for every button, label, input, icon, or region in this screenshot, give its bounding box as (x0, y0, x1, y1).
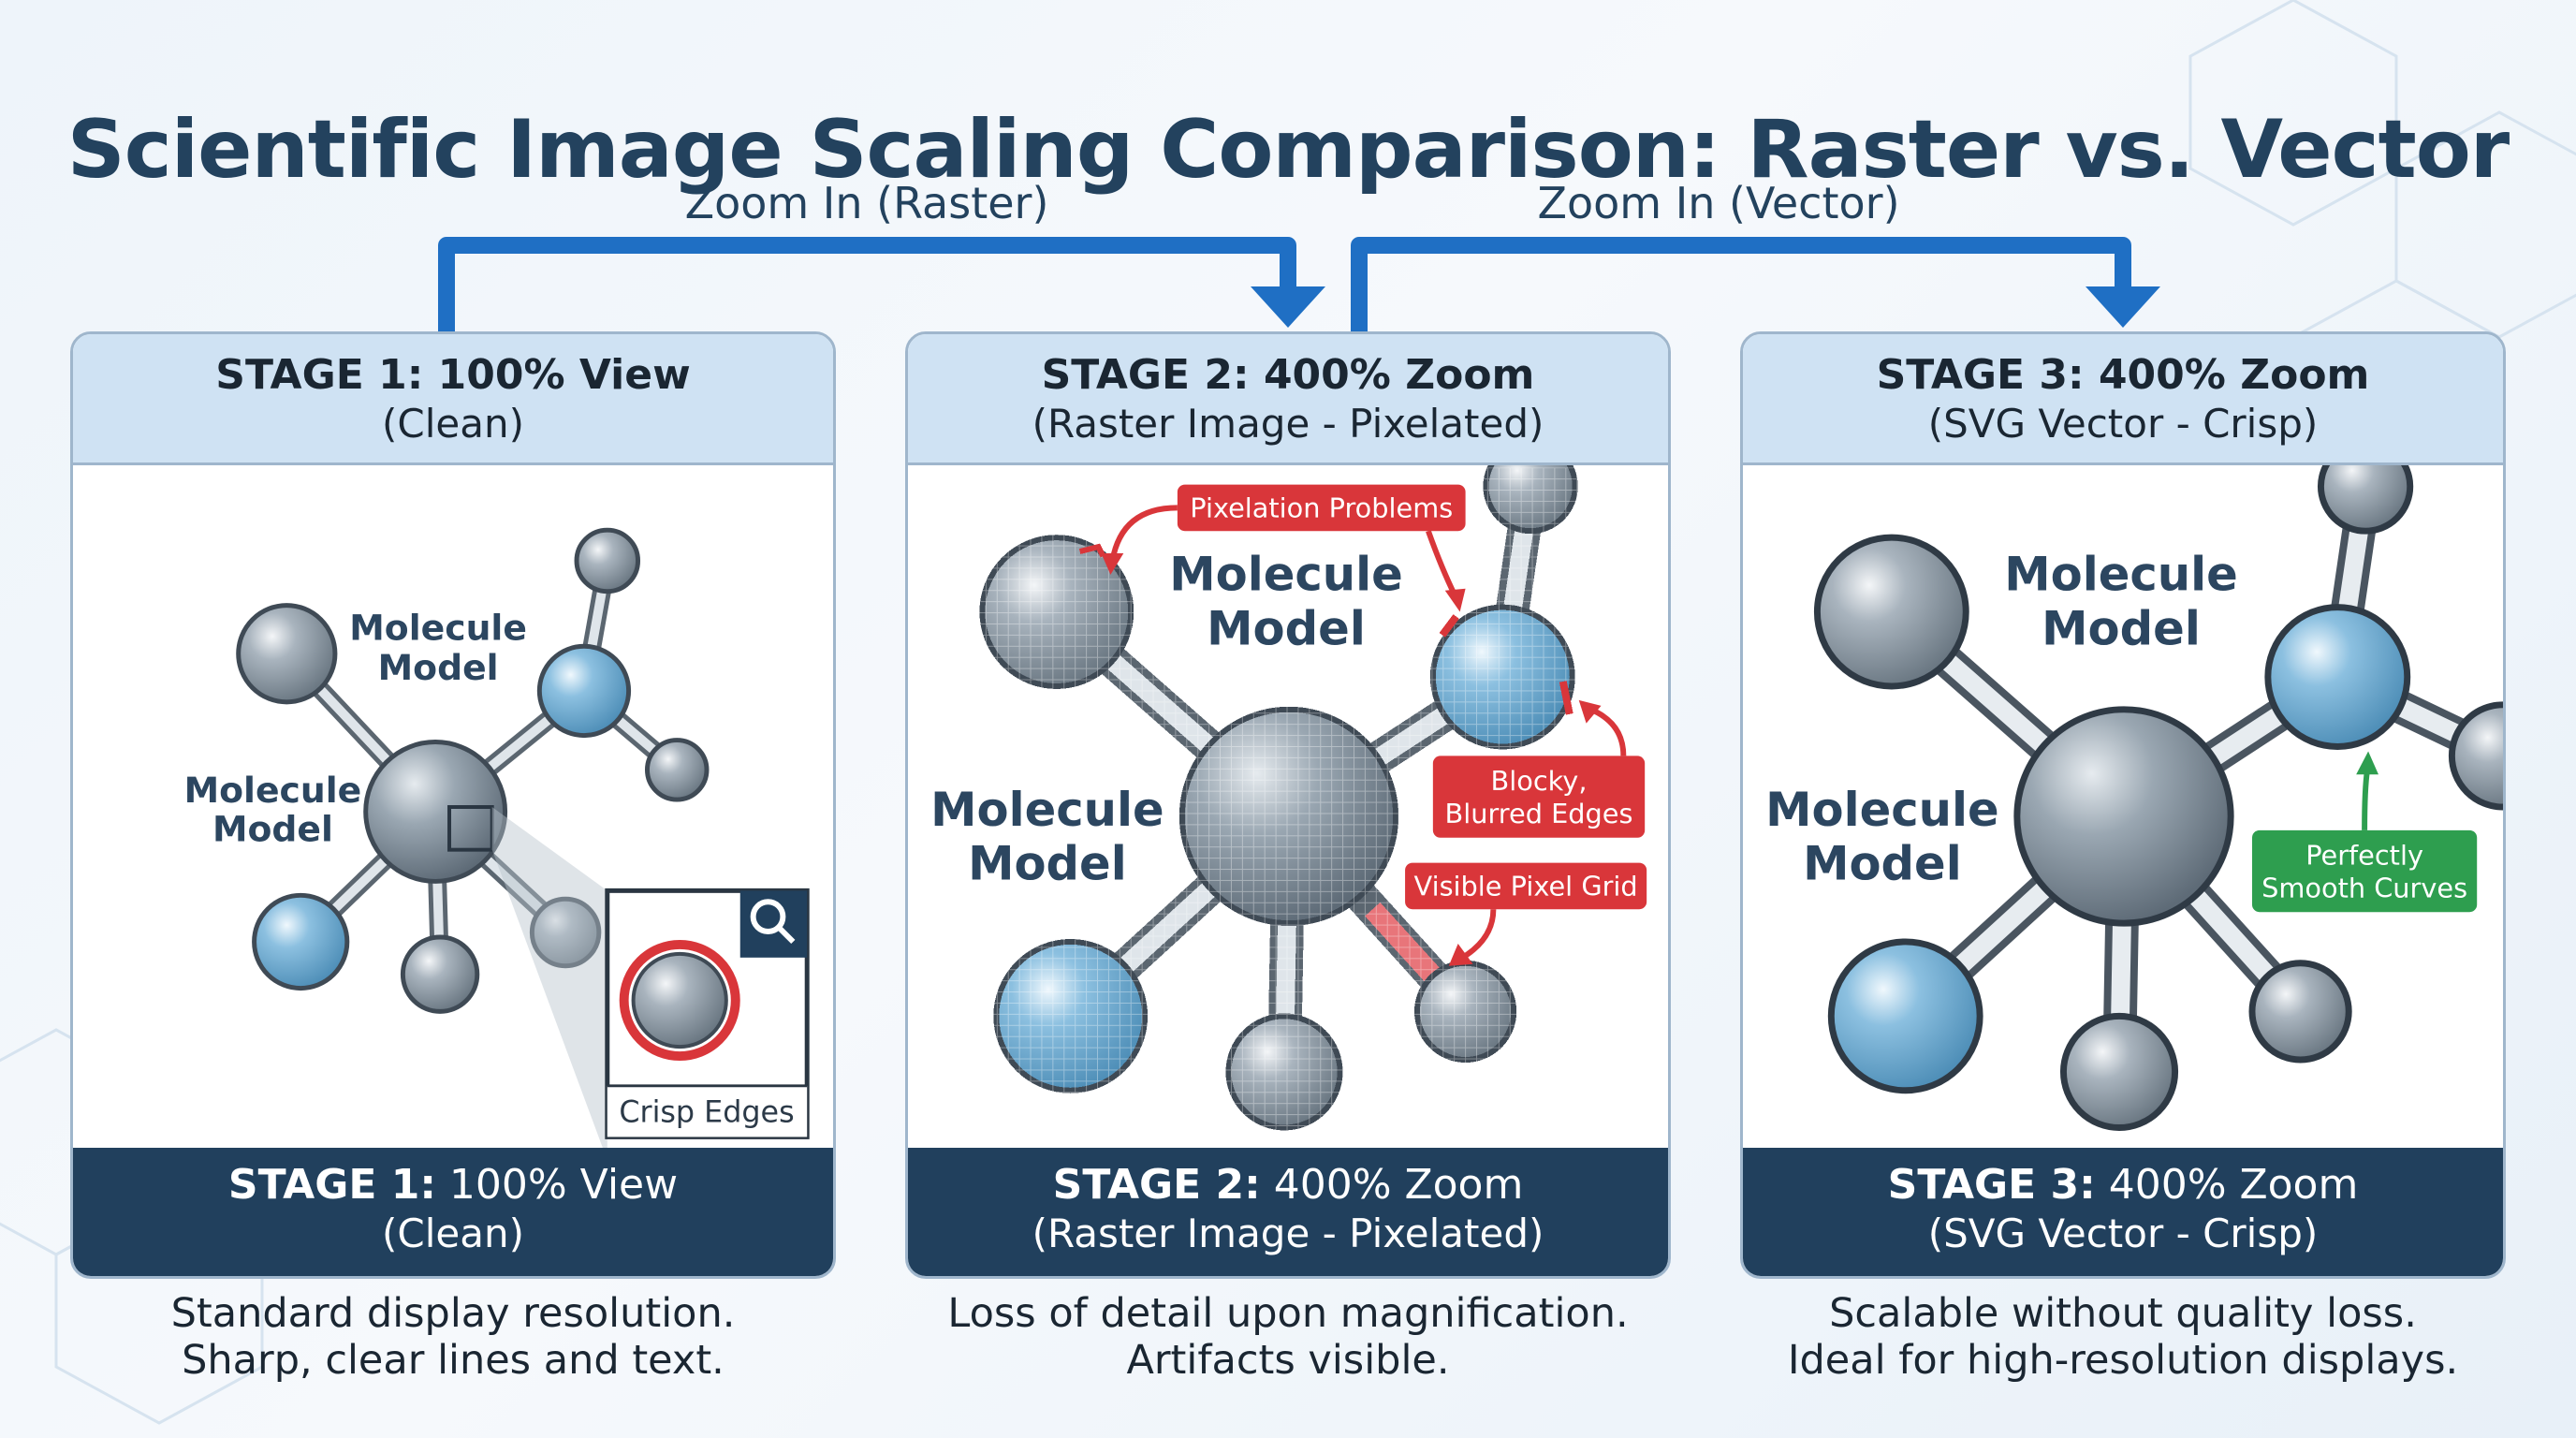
panel-header: STAGE 3: 400% Zoom (SVG Vector - Crisp) (1743, 334, 2503, 465)
panel-header-title: STAGE 2: 400% Zoom (1041, 351, 1535, 399)
panel-header-title: STAGE 1: 100% View (215, 351, 691, 399)
atom-blue (2264, 604, 2411, 750)
molecule-label: Model (2042, 601, 2201, 655)
atom-grey (1813, 534, 1969, 690)
panel-header-subtitle: (Clean) (382, 401, 524, 447)
footer-subtitle: (Clean) (382, 1211, 524, 1256)
atom-grey (529, 896, 602, 969)
magnifier-icon (750, 899, 796, 945)
molecule-label: Model (968, 836, 1127, 890)
atom-grey (2448, 701, 2503, 811)
pixel-edge-marker (1078, 543, 1106, 558)
panel-illustration: Molecule Model Molecule Model Perfectly … (1743, 465, 2503, 1153)
atom-blue (252, 892, 350, 991)
zoom-label-vector: Zoom In (Vector) (1537, 178, 1900, 228)
atom-blue (536, 643, 632, 739)
panel-illustration: Molecule Model Molecule Model Pixelation… (908, 465, 1668, 1153)
caption-line: Artifacts visible. (1126, 1337, 1450, 1384)
caption-line: Scalable without quality loss. (1829, 1290, 2417, 1337)
footer-view: 400% Zoom (2095, 1161, 2359, 1209)
molecule-label: Molecule (930, 783, 1164, 837)
callouts-raster: Pixelation Problems Blocky, Blurred Edge… (1101, 484, 1647, 966)
zoom-arrow-raster (438, 237, 1296, 331)
arrow-head-raster (1251, 286, 1325, 328)
molecule-label: Model (1207, 601, 1366, 655)
pixel-edge-marker (1439, 614, 1459, 638)
zoom-label-raster: Zoom In (Raster) (684, 178, 1049, 228)
highlight-ring (619, 939, 740, 1062)
atom-grey (400, 934, 480, 1014)
atom-grey (2317, 465, 2414, 535)
panel-footer: STAGE 1: 100% View (Clean) (73, 1148, 833, 1276)
molecule-label: Model (1803, 836, 1962, 890)
zoom-inset: Crisp Edges (605, 888, 810, 1139)
molecule-label: Model (378, 647, 499, 688)
caption-stage-1: Standard display resolution. Sharp, clea… (70, 1290, 836, 1384)
molecule-label: Molecule (184, 770, 362, 811)
panel-header-title: STAGE 3: 400% Zoom (1876, 351, 2370, 399)
inset-label: Crisp Edges (619, 1096, 794, 1130)
footer-subtitle: (Raster Image - Pixelated) (1032, 1211, 1544, 1256)
molecule-label: Molecule (1169, 548, 1403, 602)
panel-footer: STAGE 3: 400% Zoom (SVG Vector - Crisp) (1743, 1148, 2503, 1276)
caption-stage-3: Scalable without quality loss. Ideal for… (1740, 1290, 2506, 1384)
atom-grey (2248, 960, 2352, 1064)
callout-blocky: Blocky, Blurred Edges (1432, 699, 1646, 838)
panel-stage-3: STAGE 3: 400% Zoom (SVG Vector - Crisp) (1740, 331, 2506, 1279)
footer-stage: STAGE 1: (227, 1161, 436, 1209)
caption-line: Loss of detail upon magnification. (947, 1290, 1629, 1337)
callout-label: Smooth Curves (2261, 872, 2467, 903)
caption-line: Ideal for high-resolution displays. (1787, 1337, 2459, 1384)
footer-stage: STAGE 2: (1052, 1161, 1261, 1209)
panel-header: STAGE 1: 100% View (Clean) (73, 334, 833, 465)
panel-footer: STAGE 2: 400% Zoom (Raster Image - Pixel… (908, 1148, 1668, 1276)
panel-illustration: Molecule Model Molecule Model Crisp Edge… (73, 465, 833, 1153)
atom-blue (1827, 938, 1983, 1094)
callout-pixelation: Pixelation Problems (1101, 484, 1466, 612)
atom-grey (2059, 1012, 2179, 1131)
callout-label: Perfectly (2305, 840, 2423, 872)
callout-label: Pixelation Problems (1190, 492, 1453, 523)
zoom-region-marker (447, 805, 494, 852)
panel-stage-1: STAGE 1: 100% View (Clean) (70, 331, 836, 1279)
callout-label: Blocky, (1491, 765, 1588, 797)
caption-line: Standard display resolution. (170, 1290, 736, 1337)
atom-grey (644, 738, 710, 802)
zoom-arrow-vector (1351, 237, 2131, 331)
caption-stage-2: Loss of detail upon magnification. Artif… (905, 1290, 1671, 1384)
footer-subtitle: (SVG Vector - Crisp) (1927, 1211, 2319, 1256)
caption-line: Sharp, clear lines and text. (182, 1337, 724, 1384)
panel-header: STAGE 2: 400% Zoom (Raster Image - Pixel… (908, 334, 1668, 465)
molecule-label: Molecule (349, 607, 527, 648)
callout-pixel-grid: Visible Pixel Grid (1405, 862, 1647, 966)
panel-header-subtitle: (SVG Vector - Crisp) (1927, 401, 2319, 447)
panel-stage-2: STAGE 2: 400% Zoom (Raster Image - Pixel… (905, 331, 1671, 1279)
arrow-head-vector (2086, 286, 2160, 328)
footer-view: 400% Zoom (1260, 1161, 1524, 1209)
callout-smooth-curves: Perfectly Smooth Curves (2251, 751, 2478, 913)
page-title: Scientific Image Scaling Comparison: Ras… (66, 102, 2510, 197)
callout-label: Blurred Edges (1445, 798, 1633, 829)
callout-label: Visible Pixel Grid (1414, 870, 1638, 902)
molecule-illustration-clean: Molecule Model Molecule Model Crisp Edge… (184, 527, 810, 1153)
atom-grey (631, 951, 728, 1049)
molecule-label: Model (212, 809, 333, 850)
panel-header-subtitle: (Raster Image - Pixelated) (1032, 401, 1544, 447)
pixel-edge-marker (1559, 681, 1573, 715)
footer-stage: STAGE 3: (1887, 1161, 2096, 1209)
atom-grey (574, 527, 641, 594)
atom-central (363, 740, 508, 884)
molecule-label: Molecule (2004, 548, 2238, 602)
atom-central (2013, 706, 2234, 927)
footer-view: 100% View (435, 1161, 679, 1209)
zoom-projection (491, 807, 607, 1153)
atom-grey (236, 603, 338, 705)
molecule-illustration-vector: Molecule Model Molecule Model Perfectly … (1765, 465, 2503, 1131)
molecule-label: Molecule (1765, 783, 1999, 837)
